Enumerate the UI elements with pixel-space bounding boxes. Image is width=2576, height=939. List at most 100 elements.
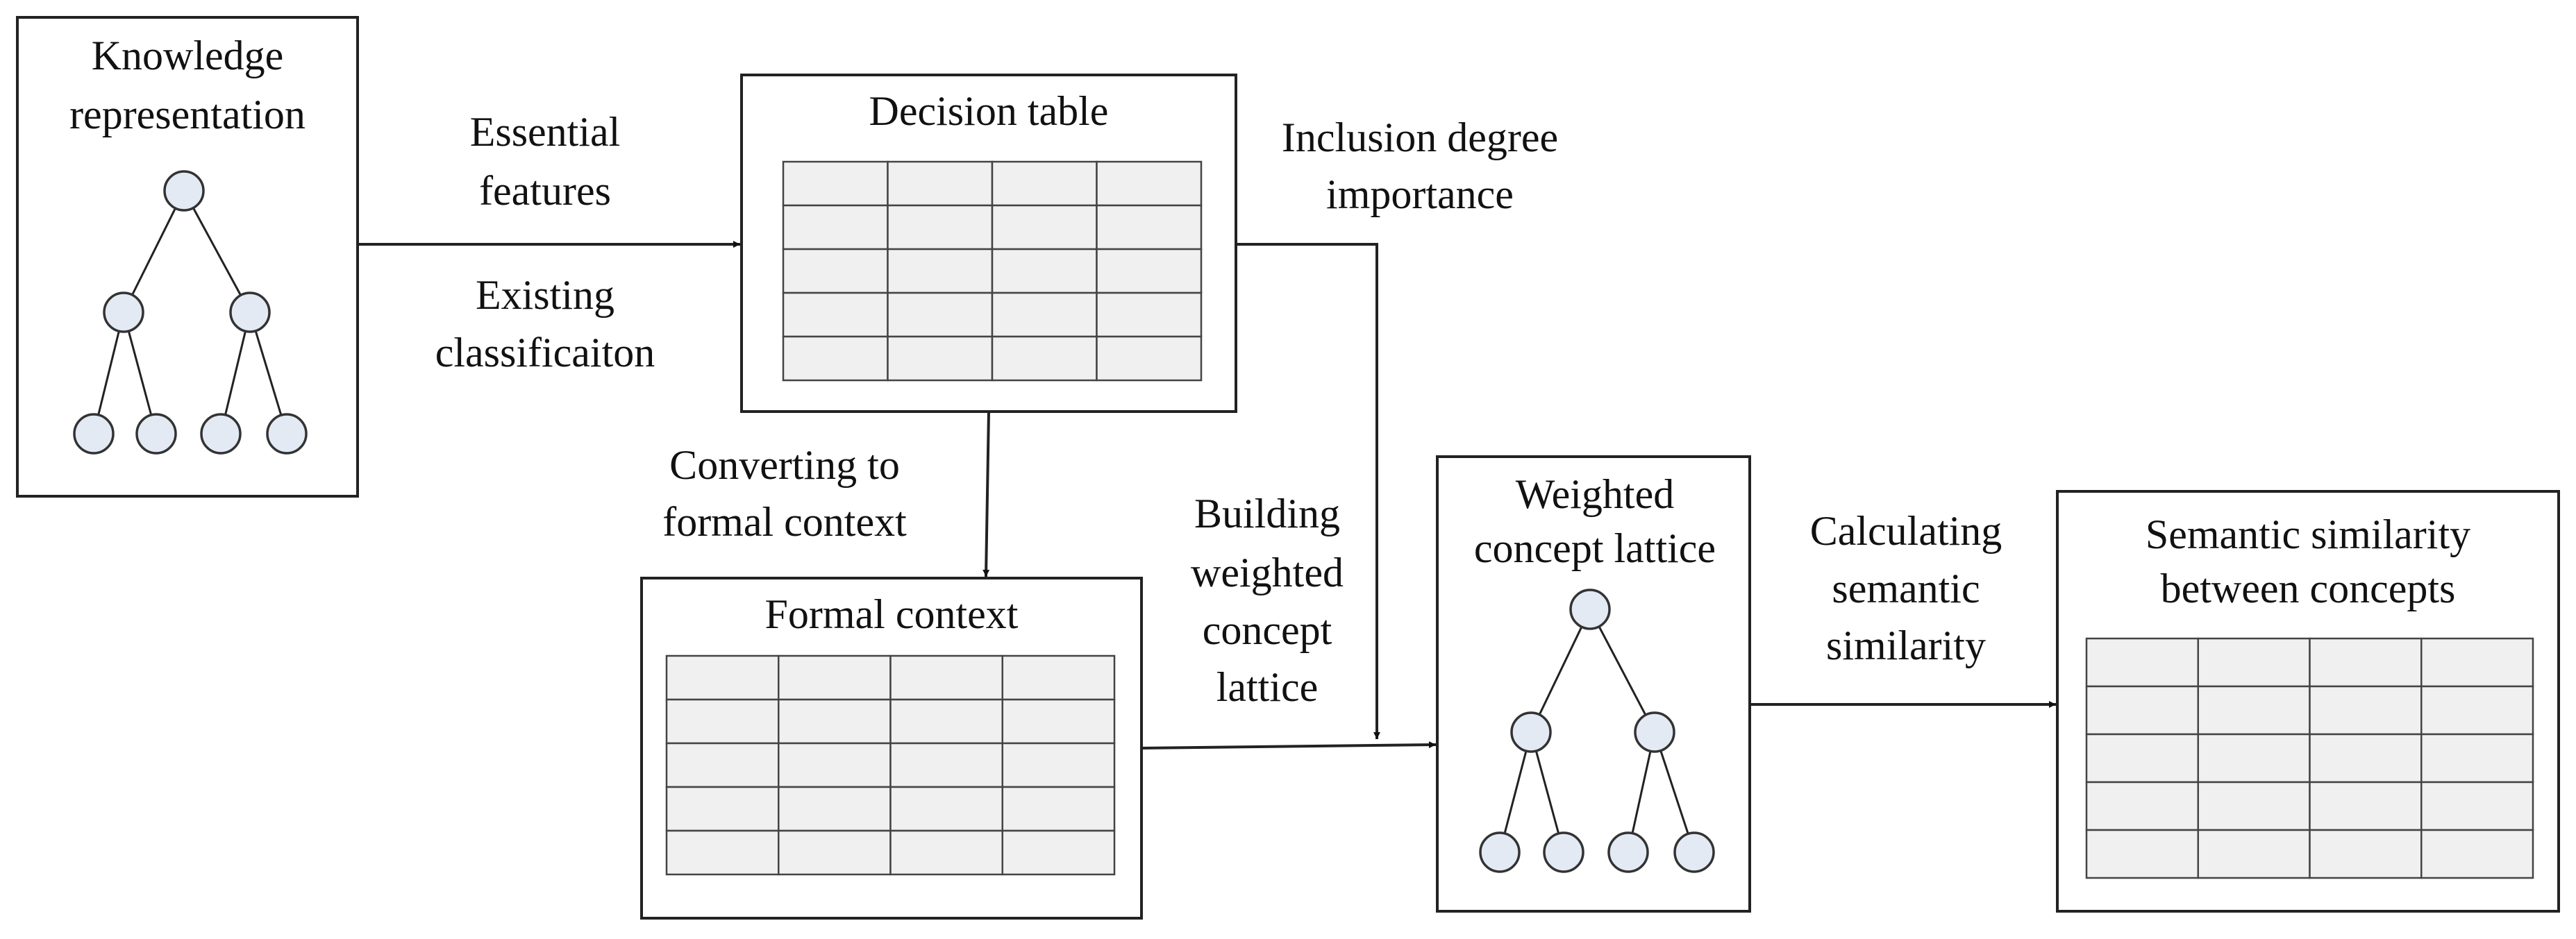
knowledge-representation-box: Knowledge representation	[16, 16, 359, 498]
table-cell	[889, 698, 1003, 745]
knowledge-title-line-1: Knowledge	[92, 33, 284, 78]
table-cell	[889, 654, 1003, 701]
table-cell	[665, 698, 780, 745]
table-cell	[887, 160, 994, 207]
similarity-title-line-1: Semantic similarity	[2146, 511, 2470, 557]
table-cell	[991, 160, 1098, 207]
label-essential-features: Essential features	[470, 109, 621, 214]
svg-text:classificaiton: classificaiton	[435, 330, 655, 375]
table-cell	[887, 248, 994, 294]
svg-text:weighted: weighted	[1191, 550, 1344, 595]
table-cell	[778, 698, 892, 745]
table-cell	[665, 829, 780, 876]
svg-text:Essential: Essential	[470, 109, 621, 155]
svg-text:importance: importance	[1326, 171, 1514, 217]
formal-context-box: Formal context	[640, 577, 1143, 920]
table-cell	[2085, 637, 2199, 688]
table-cell	[991, 248, 1098, 294]
table-cell	[782, 248, 889, 294]
arrow-decision-to-formal	[982, 411, 990, 577]
table-cell	[991, 335, 1098, 382]
table-cell	[991, 291, 1098, 338]
arrow-decision-to-lattice	[1236, 243, 1380, 739]
table-cell	[778, 786, 892, 832]
similarity-grid	[2085, 637, 2534, 879]
similarity-title-line-2: between concepts	[2161, 566, 2456, 611]
table-cell	[2420, 637, 2534, 688]
table-cell	[782, 204, 889, 251]
table-cell	[2197, 829, 2311, 879]
svg-text:semantic: semantic	[1832, 566, 1980, 611]
table-cell	[1001, 786, 1116, 832]
svg-text:similarity: similarity	[1826, 623, 1986, 668]
svg-text:Calculating: Calculating	[1810, 508, 2002, 554]
table-cell	[2420, 685, 2534, 736]
table-cell	[778, 742, 892, 788]
table-cell	[2309, 685, 2423, 736]
label-existing-classification: Existing classificaiton	[435, 272, 655, 375]
knowledge-title-line-2: representation	[69, 92, 306, 137]
formal-context-title: Formal context	[765, 591, 1019, 637]
table-cell	[1001, 742, 1116, 788]
table-cell	[782, 291, 889, 338]
table-cell	[889, 742, 1003, 788]
svg-text:Inclusion degree: Inclusion degree	[1282, 115, 1558, 160]
svg-text:Existing: Existing	[476, 272, 614, 318]
table-cell	[1096, 335, 1203, 382]
table-cell	[1001, 698, 1116, 745]
table-cell	[1096, 160, 1203, 207]
table-cell	[889, 786, 1003, 832]
label-inclusion-degree: Inclusion degree importance	[1282, 115, 1558, 217]
label-converting-formal: Converting to formal context	[662, 442, 907, 545]
table-cell	[2085, 685, 2199, 736]
decision-table-box: Decision table	[740, 74, 1237, 413]
table-cell	[665, 742, 780, 788]
table-cell	[1096, 291, 1203, 338]
table-cell	[1001, 654, 1116, 701]
table-cell	[2420, 781, 2534, 831]
table-cell	[1001, 829, 1116, 876]
table-cell	[1096, 204, 1203, 251]
lattice-title-line-2: concept lattice	[1474, 525, 1716, 571]
tree-icon	[73, 170, 308, 455]
table-cell	[2085, 733, 2199, 784]
table-cell	[2420, 829, 2534, 879]
label-calculating-similarity: Calculating semantic similarity	[1810, 508, 2002, 668]
decision-table-grid	[782, 160, 1203, 382]
svg-text:Building: Building	[1194, 491, 1340, 536]
table-cell	[2309, 781, 2423, 831]
svg-text:lattice: lattice	[1216, 664, 1319, 710]
table-cell	[1096, 248, 1203, 294]
weighted-concept-lattice-box: Weighted concept lattice	[1436, 455, 1751, 913]
table-cell	[665, 654, 780, 701]
lattice-tree-icon	[1479, 589, 1715, 873]
table-cell	[2309, 637, 2423, 688]
table-cell	[2085, 829, 2199, 879]
table-cell	[2197, 637, 2311, 688]
table-cell	[887, 291, 994, 338]
formal-context-grid	[665, 654, 1116, 876]
table-cell	[991, 204, 1098, 251]
table-cell	[2309, 829, 2423, 879]
table-cell	[887, 335, 994, 382]
table-cell	[2197, 781, 2311, 831]
svg-text:features: features	[479, 168, 611, 214]
label-building-lattice: Building weighted concept lattice	[1191, 491, 1344, 710]
table-cell	[2197, 685, 2311, 736]
arrow-formal-to-lattice	[1141, 741, 1437, 750]
table-cell	[2085, 781, 2199, 831]
svg-text:Converting to: Converting to	[669, 442, 900, 488]
table-cell	[665, 786, 780, 832]
table-cell	[782, 160, 889, 207]
table-cell	[2420, 733, 2534, 784]
table-cell	[778, 654, 892, 701]
decision-table-title: Decision table	[869, 88, 1109, 134]
semantic-similarity-box: Semantic similarity between concepts	[2056, 490, 2560, 913]
svg-text:concept: concept	[1203, 607, 1332, 653]
lattice-title-line-1: Weighted	[1516, 471, 1674, 517]
table-cell	[778, 829, 892, 876]
svg-text:formal context: formal context	[662, 499, 907, 545]
table-cell	[2309, 733, 2423, 784]
table-cell	[889, 829, 1003, 876]
